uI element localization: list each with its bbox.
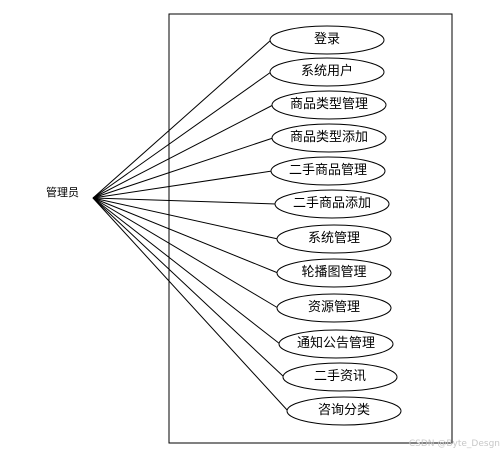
association-line-system-manage: [92, 197, 279, 240]
use-case-ellipse-notice-manage: [278, 329, 394, 359]
association-line-carousel-manage: [92, 197, 279, 274]
use-case-label-notice-manage: 通知公告管理: [296, 336, 376, 351]
use-case-ellipse-login: [269, 25, 385, 55]
association-lines: [92, 39, 289, 412]
association-line-secondhand-product-add: [92, 197, 277, 205]
use-case-label-secondhand-news: 二手资讯: [313, 369, 367, 384]
association-line-secondhand-product-manage: [92, 170, 273, 199]
association-line-product-type-add: [92, 137, 274, 199]
watermark-text: CSDN @Byte_Desgn: [408, 439, 500, 449]
use-case-label-product-type-manage: 商品类型管理: [289, 97, 369, 112]
use-case-ellipse-product-type-add: [271, 123, 387, 153]
use-case-ellipse-product-type-manage: [271, 90, 387, 120]
association-line-consult-category: [92, 197, 289, 412]
use-case-ellipse-system-users: [269, 57, 385, 87]
association-line-resource-manage: [92, 197, 279, 309]
use-case-label-system-manage: 系统管理: [307, 231, 361, 246]
actor-label: 管理员: [46, 186, 79, 199]
use-case-label-resource-manage: 资源管理: [307, 300, 361, 315]
association-line-product-type-manage: [92, 104, 274, 199]
use-case-label-secondhand-product-add: 二手商品添加: [292, 196, 372, 211]
use-case-label-login: 登录: [313, 32, 341, 47]
use-case-ellipse-secondhand-product-manage: [270, 156, 386, 186]
use-case-ellipse-consult-category: [286, 396, 402, 426]
use-case-label-consult-category: 咨询分类: [317, 403, 371, 418]
association-line-login: [92, 39, 272, 199]
use-case-ellipse-resource-manage: [276, 293, 392, 323]
use-case-ellipse-carousel-manage: [276, 258, 392, 288]
use-case-label-carousel-manage: 轮播图管理: [301, 265, 367, 280]
association-line-notice-manage: [92, 197, 281, 345]
use-case-ellipse-secondhand-product-add: [274, 189, 390, 219]
use-case-label-system-users: 系统用户: [300, 64, 354, 79]
use-case-label-secondhand-product-manage: 二手商品管理: [288, 163, 368, 178]
association-line-system-users: [92, 71, 272, 199]
use-case-ellipse-system-manage: [276, 224, 392, 254]
use-case-ellipses: [269, 25, 402, 426]
association-line-secondhand-news: [92, 197, 285, 378]
use-case-ellipse-secondhand-news: [282, 362, 398, 392]
use-case-label-product-type-add: 商品类型添加: [289, 130, 369, 145]
